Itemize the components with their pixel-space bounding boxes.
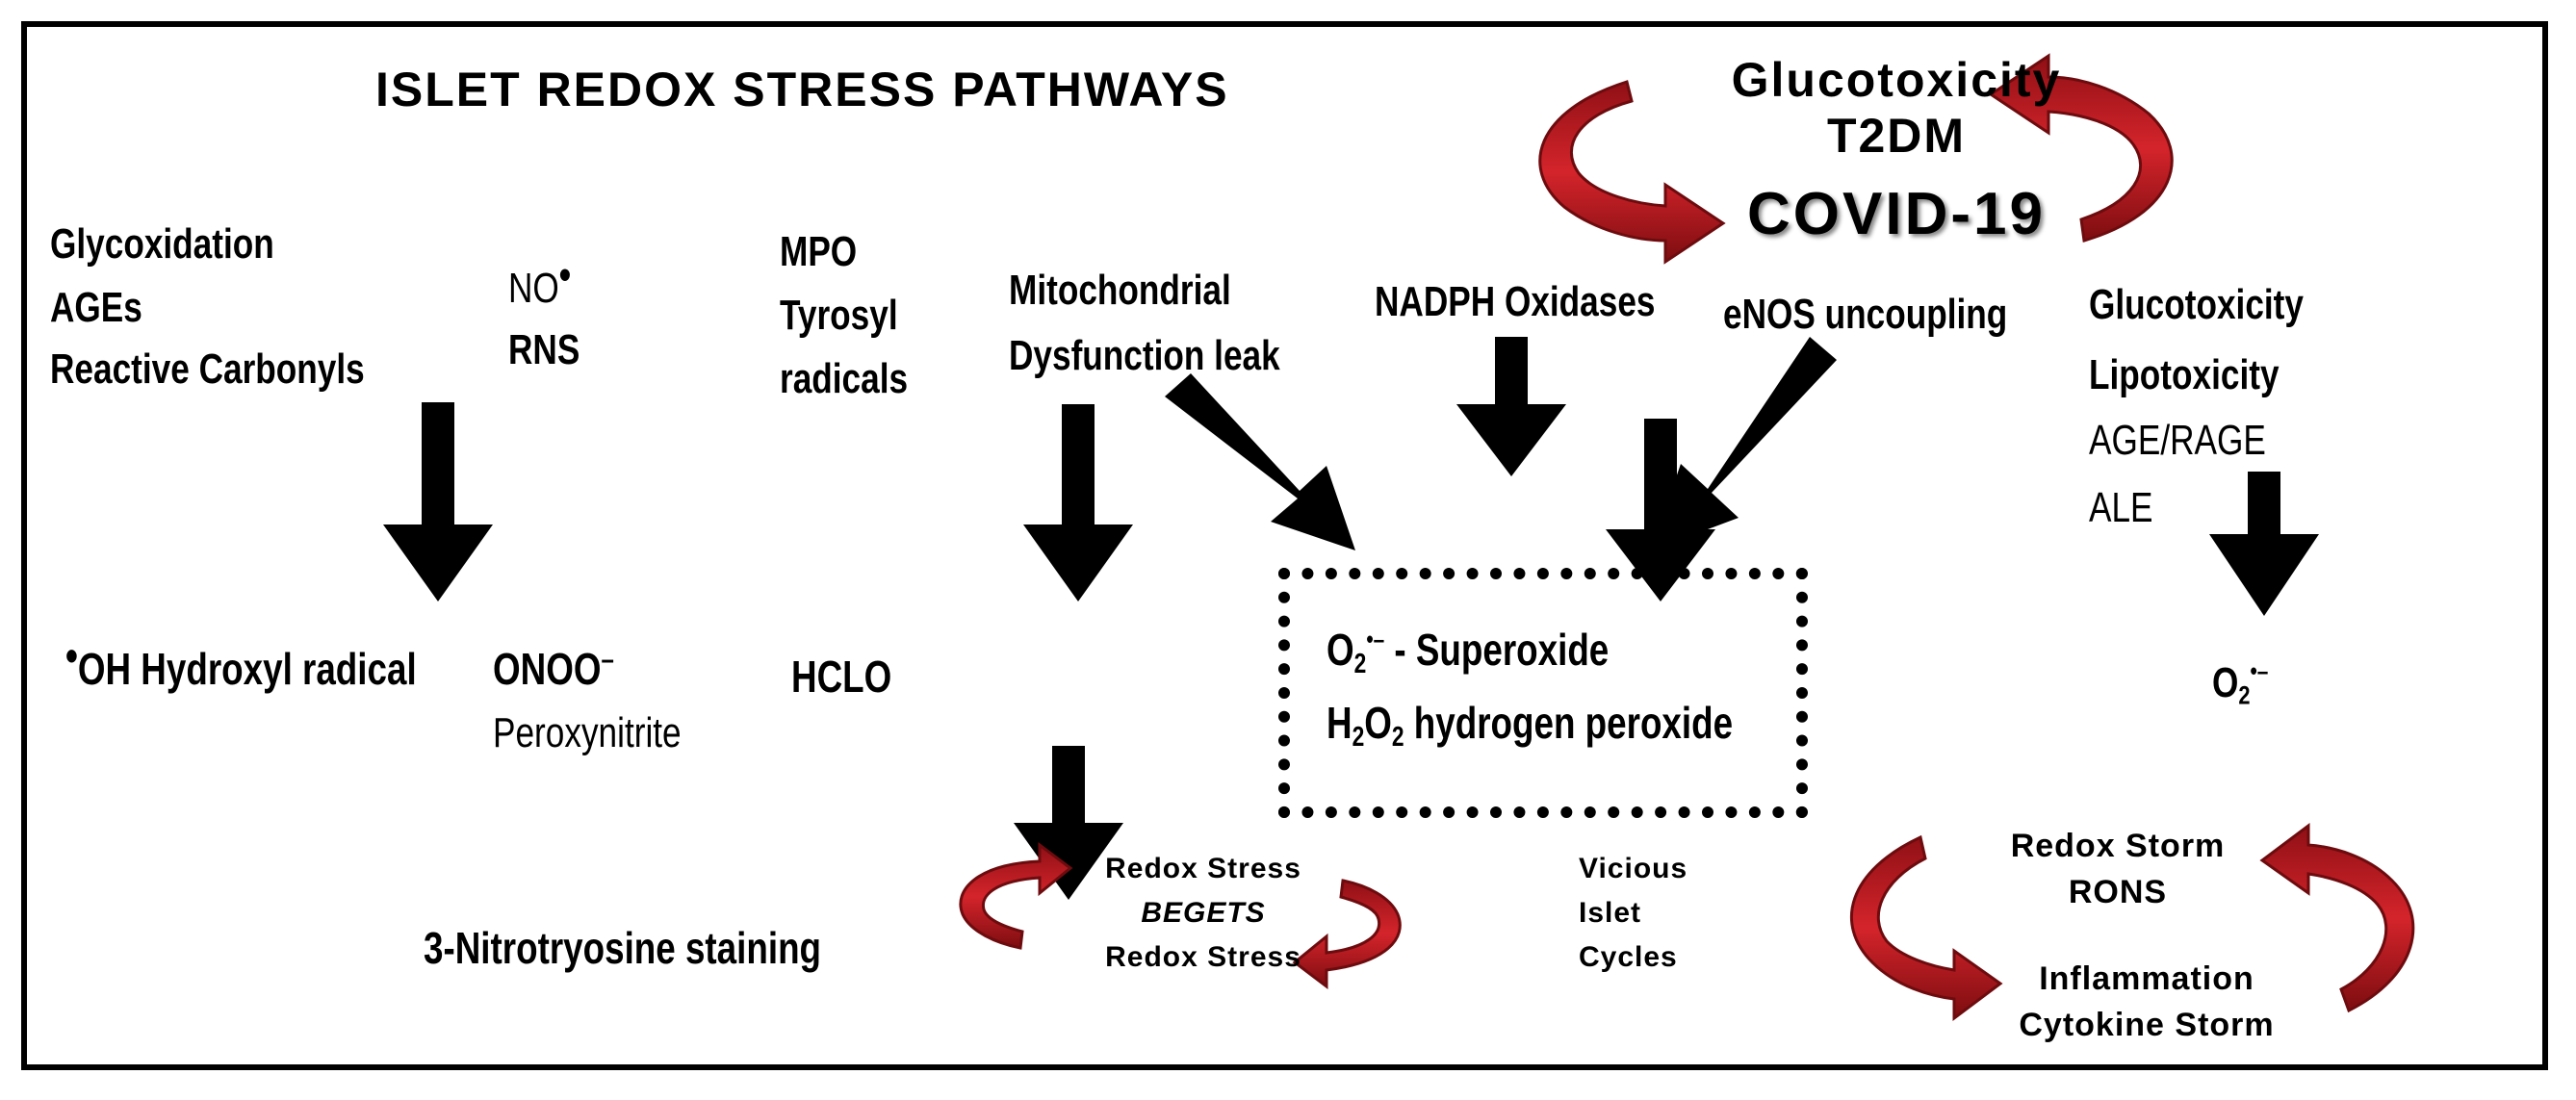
label-mitochondrial: Mitochondrial [1009, 267, 1231, 314]
label-glycoxidation: Glycoxidation [50, 220, 274, 268]
label-nitric-oxide: NO• [508, 251, 572, 312]
label-redox-stress-bottom: Redox Stress [1105, 941, 1301, 973]
beget-cycle-bottom-arrow [1292, 879, 1402, 990]
label-vicious: Vicious [1579, 853, 1688, 884]
label-peroxynitrite: Peroxynitrite [493, 709, 682, 756]
label-hydroxyl-radical: •OH Hydroxyl radical [65, 630, 417, 694]
label-redox-stress-top: Redox Stress [1105, 853, 1301, 884]
label-begets: BEGETS [1141, 897, 1266, 929]
label-nitrotyrosine-staining: 3-Nitrotryosine staining [424, 923, 822, 973]
label-right-glucotoxicity: Glucotoxicity [2089, 281, 2304, 328]
label-ale: ALE [2089, 484, 2153, 531]
label-mpo: MPO [780, 228, 858, 275]
top-cycle-covid19: COVID-19 [1747, 181, 2046, 247]
beget-cycle-top-arrow [959, 842, 1073, 950]
label-dysfunction-leak: Dysfunction leak [1009, 332, 1280, 379]
arrow-glycoxidation-down [383, 402, 493, 601]
label-tyrosyl: Tyrosyl [780, 292, 898, 339]
storm-cycle-right-arrow [2259, 823, 2415, 1013]
arrow-right-column-down [2209, 472, 2319, 616]
label-ages: AGEs [50, 284, 142, 331]
top-cycle-t2dm: T2DM [1826, 109, 1967, 163]
label-hclo: HCLO [791, 652, 892, 702]
top-cycle-left-arrow [1538, 80, 1726, 265]
ros-dotted-box [1278, 568, 1808, 818]
label-inflammation: Inflammation [2039, 960, 2254, 997]
label-age-rage: AGE/RAGE [2089, 417, 2266, 464]
label-nadph-oxidases: NADPH Oxidases [1375, 278, 1656, 325]
label-radicals: radicals [780, 355, 909, 402]
arrow-mitochondrial-diagonal [1165, 373, 1355, 550]
label-cytokine-storm: Cytokine Storm [2019, 1007, 2275, 1043]
label-right-superoxide: O2•– [2212, 656, 2269, 710]
arrow-tyrosyl-down [1606, 419, 1715, 601]
label-reactive-carbonyls: Reactive Carbonyls [50, 345, 365, 393]
label-onoo: ONOO– [493, 644, 614, 694]
label-lipotoxicity: Lipotoxicity [2089, 351, 2280, 398]
label-rons: RONS [2068, 874, 2168, 910]
top-cycle-glucotoxicity: Glucotoxicity [1731, 53, 2062, 107]
arrow-enos-diagonal [1651, 337, 1837, 550]
label-redox-storm: Redox Storm [2010, 828, 2226, 864]
diagram-title: ISLET REDOX STRESS PATHWAYS [375, 63, 1229, 116]
storm-cycle-left-arrow [1850, 834, 2003, 1021]
label-enos-uncoupling: eNOS uncoupling [1723, 291, 2008, 338]
label-islet: Islet [1579, 897, 1642, 929]
label-cycles: Cycles [1579, 941, 1678, 973]
label-rns: RNS [508, 326, 580, 373]
arrow-rns-down [1023, 404, 1133, 601]
top-cycle-right-arrow [1988, 53, 2174, 243]
arrow-nadph-oxidases [1456, 337, 1566, 476]
label-superoxide: O2•– - Superoxide [1327, 625, 1610, 679]
label-hydrogen-peroxide: H2O2 hydrogen peroxide [1327, 698, 1734, 753]
